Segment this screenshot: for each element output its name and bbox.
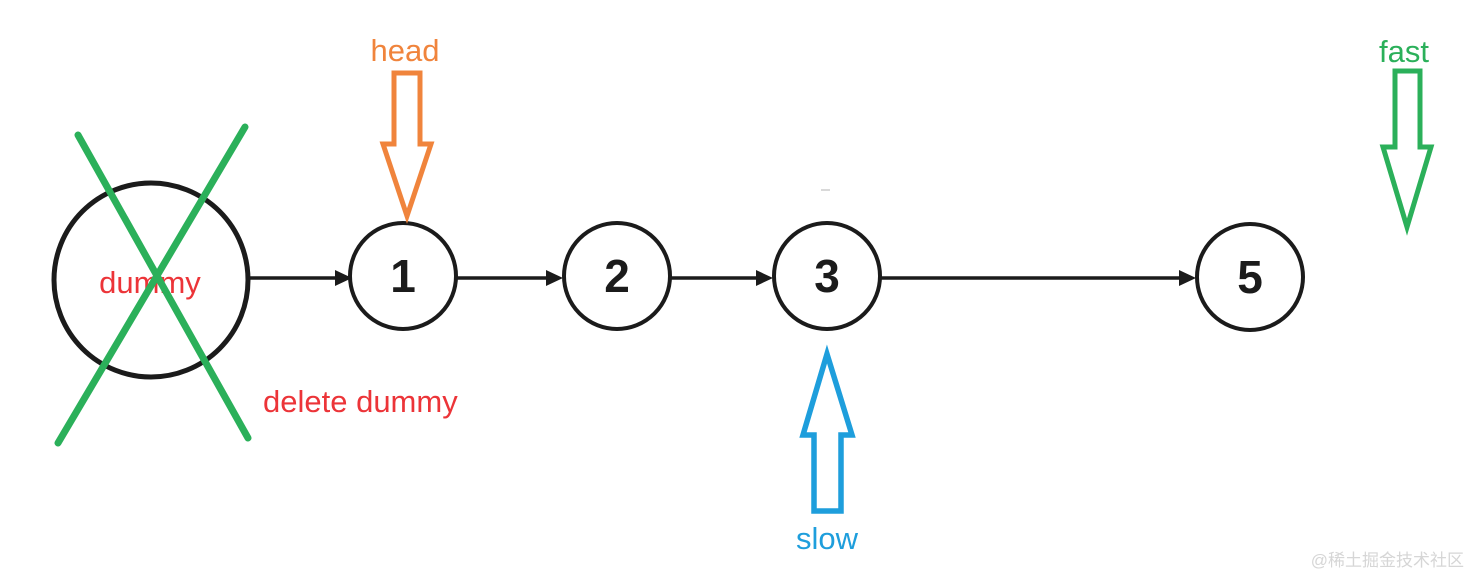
head-arrow-down-icon [379,70,435,224]
watermark: @稀土掘金技术社区 [1311,551,1464,570]
delete-cross-icon [54,123,252,447]
node-1-value: 1 [390,250,416,302]
node-3-circle [772,221,882,331]
node-2: 2 [562,221,672,331]
delete-dummy-annotation: delete dummy [263,384,458,419]
link-arrows [250,270,1196,286]
slow-label: slow [796,521,859,556]
arrow-dummy-to-1 [250,270,352,286]
node-5-circle [1195,222,1305,332]
node-1-circle [348,221,458,331]
node-3-value: 3 [814,250,840,302]
fast-label: fast [1379,34,1429,69]
cross-line-1 [74,131,252,442]
node-5-value: 5 [1237,251,1263,303]
node-2-circle [562,221,672,331]
head-pointer: head [371,33,440,224]
slow-pointer: slow [796,344,859,556]
node-1: 1 [348,221,458,331]
node-2-value: 2 [604,250,630,302]
arrow-1-to-2 [457,270,563,286]
slow-arrow-up-icon [799,344,856,514]
node-3: 3 [772,221,882,331]
node-5: 5 [1195,222,1305,332]
fast-pointer: fast [1379,34,1435,236]
cross-line-2 [54,123,249,447]
arrow-2-to-3 [671,270,773,286]
fast-arrow-down-icon [1379,68,1435,236]
arrow-3-to-5 [881,270,1196,286]
head-label: head [371,33,440,68]
